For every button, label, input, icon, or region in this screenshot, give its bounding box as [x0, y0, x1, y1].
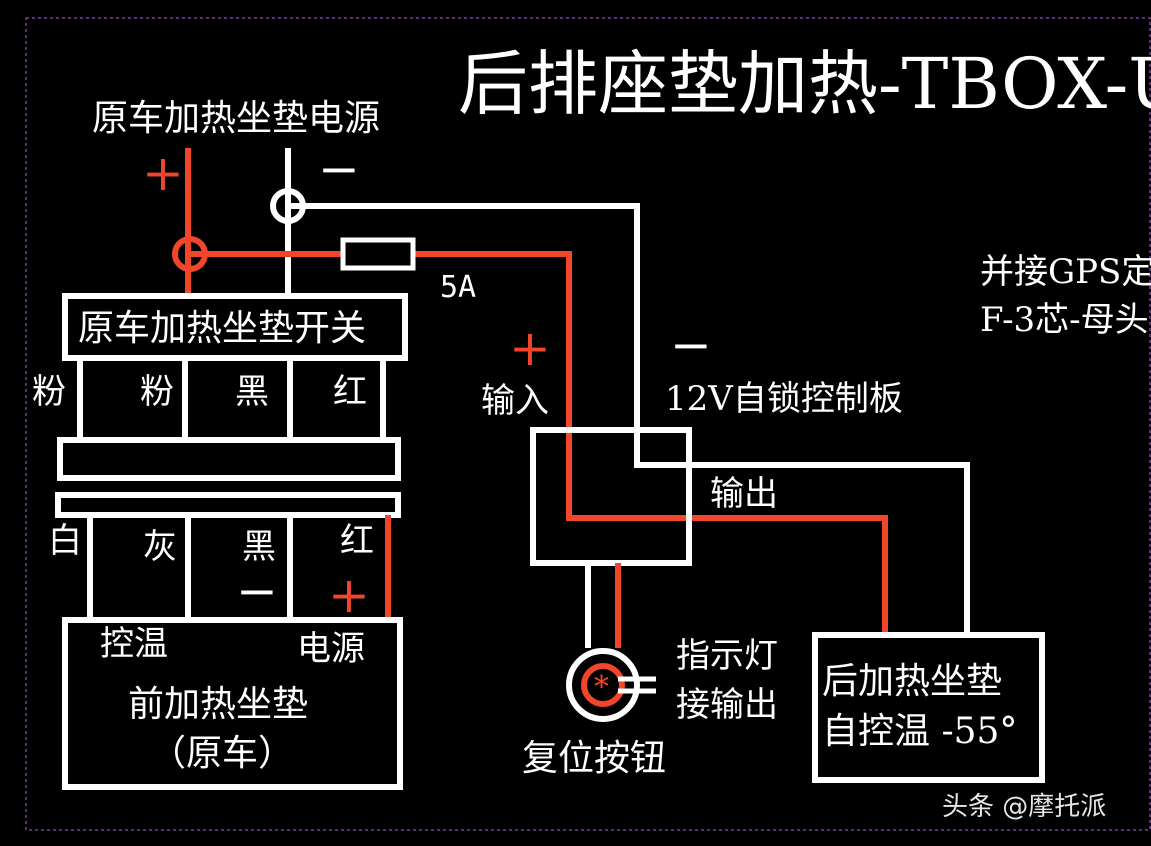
rear-seat-box: [812, 632, 1045, 783]
seat-wire-label: 白: [48, 521, 82, 561]
side-note-line2: F-3芯-母头: [980, 300, 1149, 340]
switch-box: [62, 293, 408, 361]
control-board-label: 12V自锁控制板: [665, 379, 903, 419]
indicator-sublabel: 接输出: [676, 685, 778, 725]
plus-sign-top: +: [142, 144, 184, 202]
connector-lower: [55, 492, 401, 518]
switch-wire-label: 粉: [32, 372, 66, 412]
board-minus-sign: −: [670, 316, 712, 374]
switch-wire-label: 红: [333, 372, 367, 412]
power-label: 电源: [297, 629, 365, 669]
reset-button-label: 复位按钮: [522, 738, 666, 779]
switch-label: 原车加热坐垫开关: [78, 308, 366, 349]
diagram-frame: [25, 17, 1151, 831]
temp-ctrl-label: 控温: [100, 624, 168, 664]
switch-wire-label: 粉: [140, 372, 174, 412]
indicator-asterisk-icon: *: [594, 670, 609, 705]
input-plus-sign: +: [509, 319, 551, 377]
indicator-label: 指示灯: [676, 636, 778, 676]
front-seat-sublabel: （原车）: [150, 733, 294, 774]
output-label: 输出: [710, 474, 778, 514]
control-board-box: [530, 427, 692, 566]
positive-wire-to-board: [413, 251, 888, 632]
diagram-title: 后排座垫加热-TBOX-U: [458, 43, 1151, 125]
fuse-label: 5A: [440, 270, 476, 305]
rear-seat-sublabel: 自控温 -55°: [822, 711, 1017, 752]
front-seat-box: [62, 617, 403, 790]
power-source-label: 原车加热坐垫电源: [92, 98, 380, 139]
rear-seat-label: 后加热坐垫: [822, 661, 1002, 702]
plus-sign-seat: +: [328, 566, 370, 624]
minus-sign-seat: −: [236, 562, 278, 620]
connector-upper: [57, 437, 401, 481]
ground-wire-to-board: [288, 203, 970, 637]
side-note-line1: 并接GPS定: [980, 252, 1151, 292]
front-seat-label: 前加热坐垫: [128, 684, 308, 725]
reset-button-inner: [581, 663, 625, 707]
minus-sign-top: −: [318, 140, 360, 198]
switch-wire-label: 黑: [235, 372, 269, 412]
seat-wire-label: 灰: [143, 527, 177, 567]
seat-wire-label: 黑: [242, 527, 276, 567]
positive-junction: [172, 236, 208, 272]
input-label: 输入: [481, 381, 549, 421]
reset-button-outer: [566, 648, 640, 722]
fuse: [340, 237, 416, 271]
watermark: 头条 @摩托派: [942, 792, 1106, 822]
seat-wire-label: 红: [340, 521, 374, 561]
ground-junction: [270, 188, 306, 224]
